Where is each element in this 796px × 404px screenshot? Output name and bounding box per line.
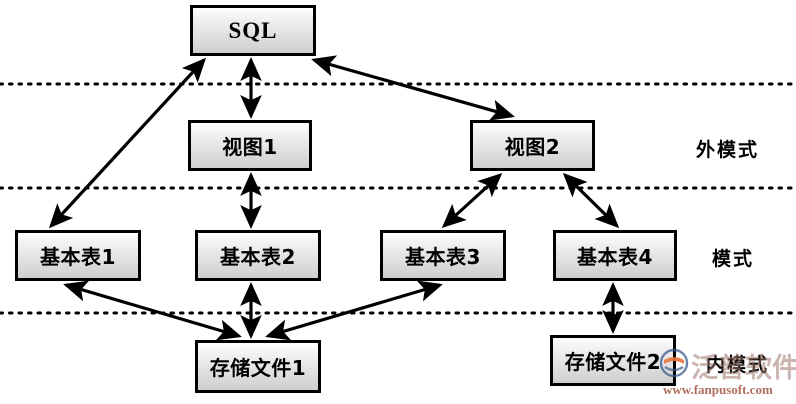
node-view2-label: 视图2 (504, 135, 561, 159)
edge-table3-file1 (265, 280, 443, 341)
node-storage-file2-label: 存储文件2 (564, 350, 662, 374)
node-base-table2-label: 基本表2 (220, 245, 296, 269)
node-storage-file2[interactable]: 存储文件2 (550, 335, 676, 386)
node-base-table2[interactable]: 基本表2 (195, 230, 321, 281)
node-view1-label: 视图1 (222, 135, 278, 159)
node-storage-file1-label: 存储文件1 (209, 356, 307, 380)
node-storage-file1[interactable]: 存储文件1 (195, 340, 321, 393)
node-view2[interactable]: 视图2 (470, 120, 595, 171)
edge-sql-table1 (48, 57, 207, 229)
node-base-table1-label: 基本表1 (40, 245, 116, 269)
node-sql[interactable]: SQL (190, 5, 316, 56)
node-base-table4-label: 基本表4 (577, 245, 653, 269)
node-view1[interactable]: 视图1 (188, 120, 312, 171)
node-base-table3[interactable]: 基本表3 (380, 230, 506, 281)
node-base-table4[interactable]: 基本表4 (553, 230, 677, 281)
label-internal-schema: 内模式 (706, 354, 770, 376)
edge-view2-table3 (441, 172, 503, 229)
node-sql-label: SQL (228, 17, 278, 43)
node-base-table3-label: 基本表3 (405, 245, 481, 269)
node-base-table1[interactable]: 基本表1 (15, 230, 141, 281)
label-external-schema: 外模式 (696, 139, 760, 161)
edge-table1-file1 (63, 280, 242, 341)
edge-view2-table4 (562, 172, 620, 229)
label-conceptual-schema: 模式 (712, 248, 755, 270)
edge-sql-view2 (311, 55, 515, 121)
